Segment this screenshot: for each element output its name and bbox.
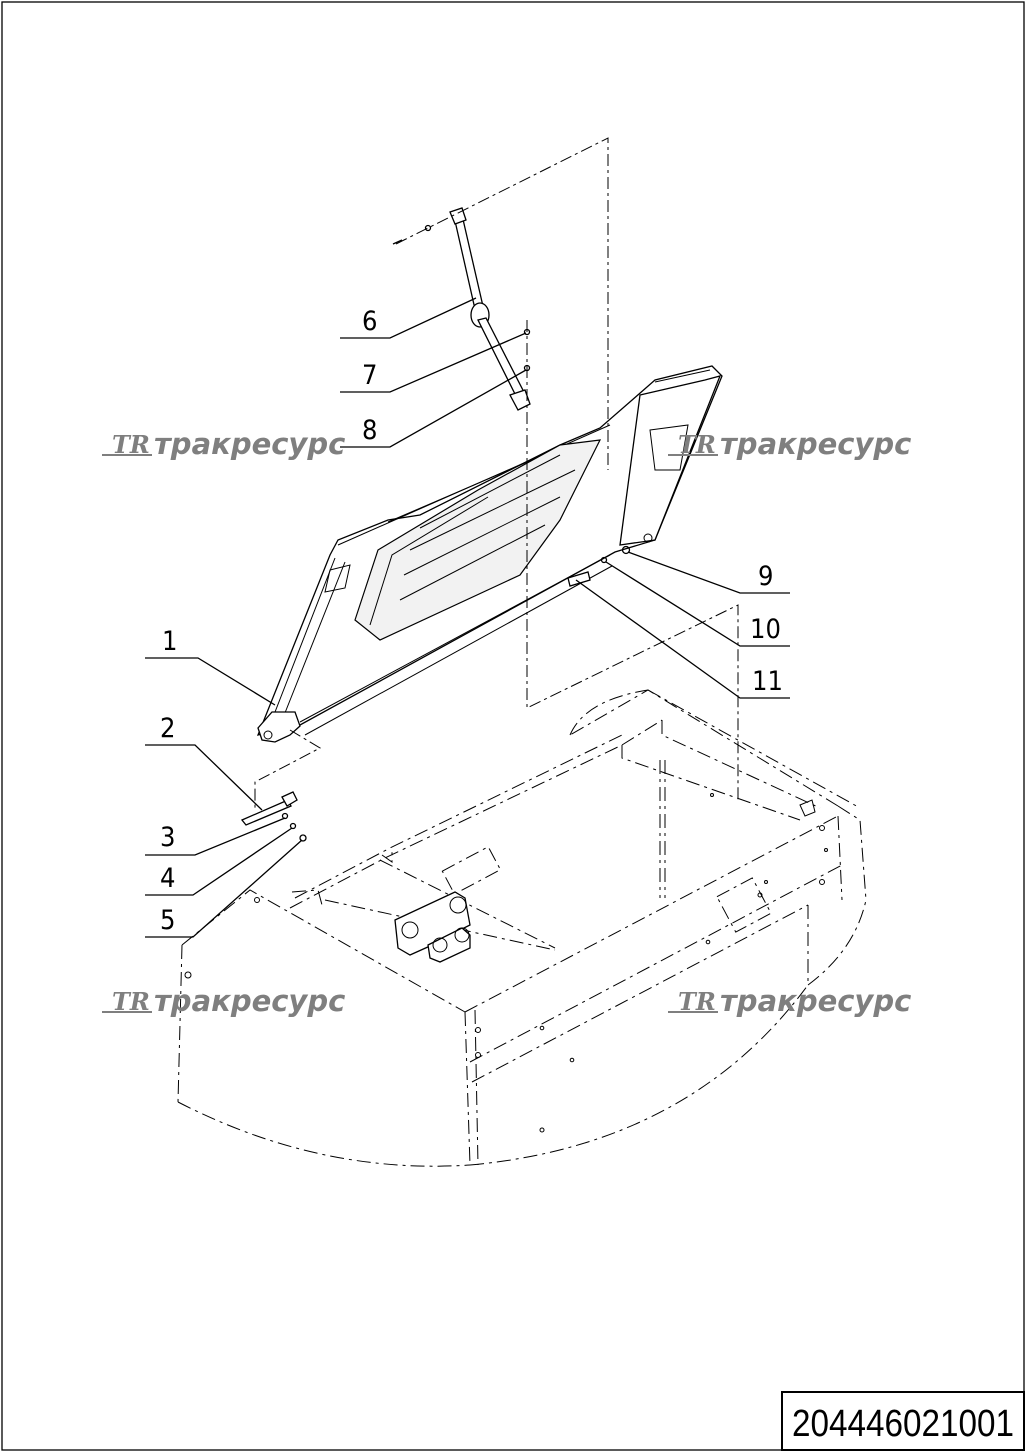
assembly-guide-lines (254, 137, 739, 810)
hinge-pin (240, 545, 631, 842)
watermark-text: тракресурс (720, 427, 911, 461)
leader-lines (145, 297, 790, 938)
watermark-top-left: TR тракресурс (102, 427, 345, 461)
watermark-logo: TR (678, 430, 716, 459)
watermark-logo: TR (112, 430, 150, 459)
watermark-text: тракресурс (720, 984, 911, 1018)
watermark-logo: TR (678, 987, 716, 1016)
callout-10: 10 (750, 614, 781, 645)
callout-labels: 1 2 3 4 5 6 7 8 9 10 11 (160, 306, 783, 936)
document-number: 204446021001 (792, 1403, 1014, 1445)
gas-strut (392, 207, 531, 411)
cover-lid (256, 365, 723, 743)
watermark-top-right: TR тракресурс (668, 427, 911, 461)
watermark-bottom-left: TR тракресурс (102, 984, 345, 1018)
callout-4: 4 (160, 863, 175, 894)
watermark-bottom-right: TR тракресурс (668, 984, 911, 1018)
watermark-text: тракресурс (154, 427, 345, 461)
callout-5: 5 (160, 905, 175, 936)
callout-8: 8 (362, 415, 377, 446)
callout-9: 9 (758, 561, 773, 592)
watermark-text: тракресурс (154, 984, 345, 1018)
base-housing (177, 689, 867, 1167)
callout-3: 3 (160, 822, 175, 853)
document-number-box: 204446021001 (781, 1391, 1025, 1451)
callout-7: 7 (362, 360, 377, 391)
hinge-bracket (394, 891, 471, 963)
callout-6: 6 (362, 306, 377, 337)
watermark-logo: TR (112, 987, 150, 1016)
callout-1: 1 (162, 626, 177, 657)
callout-2: 2 (160, 713, 175, 744)
callout-11: 11 (752, 666, 783, 697)
